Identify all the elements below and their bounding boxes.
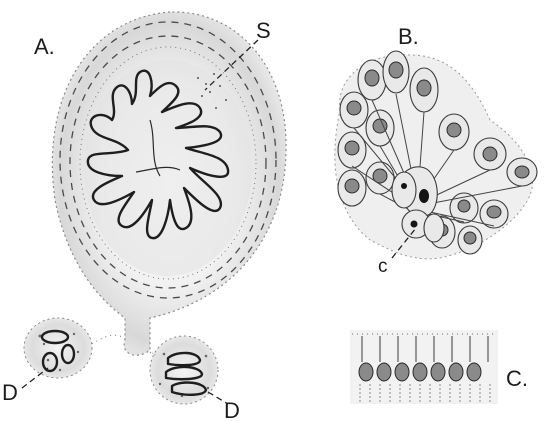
- panel-c: [350, 330, 498, 404]
- label-panel-a: A.: [34, 34, 55, 59]
- label-d-right: D: [224, 398, 240, 421]
- label-s: S: [256, 18, 271, 43]
- panel-a: [52, 12, 286, 355]
- label-d-left: D: [2, 380, 18, 405]
- panel-d-left: [22, 318, 92, 388]
- label-panel-b: B.: [398, 24, 419, 49]
- panel-d-right: [150, 336, 228, 404]
- label-c-small: c: [378, 256, 388, 277]
- label-panel-c: C.: [506, 366, 528, 391]
- panel-b: [335, 51, 537, 259]
